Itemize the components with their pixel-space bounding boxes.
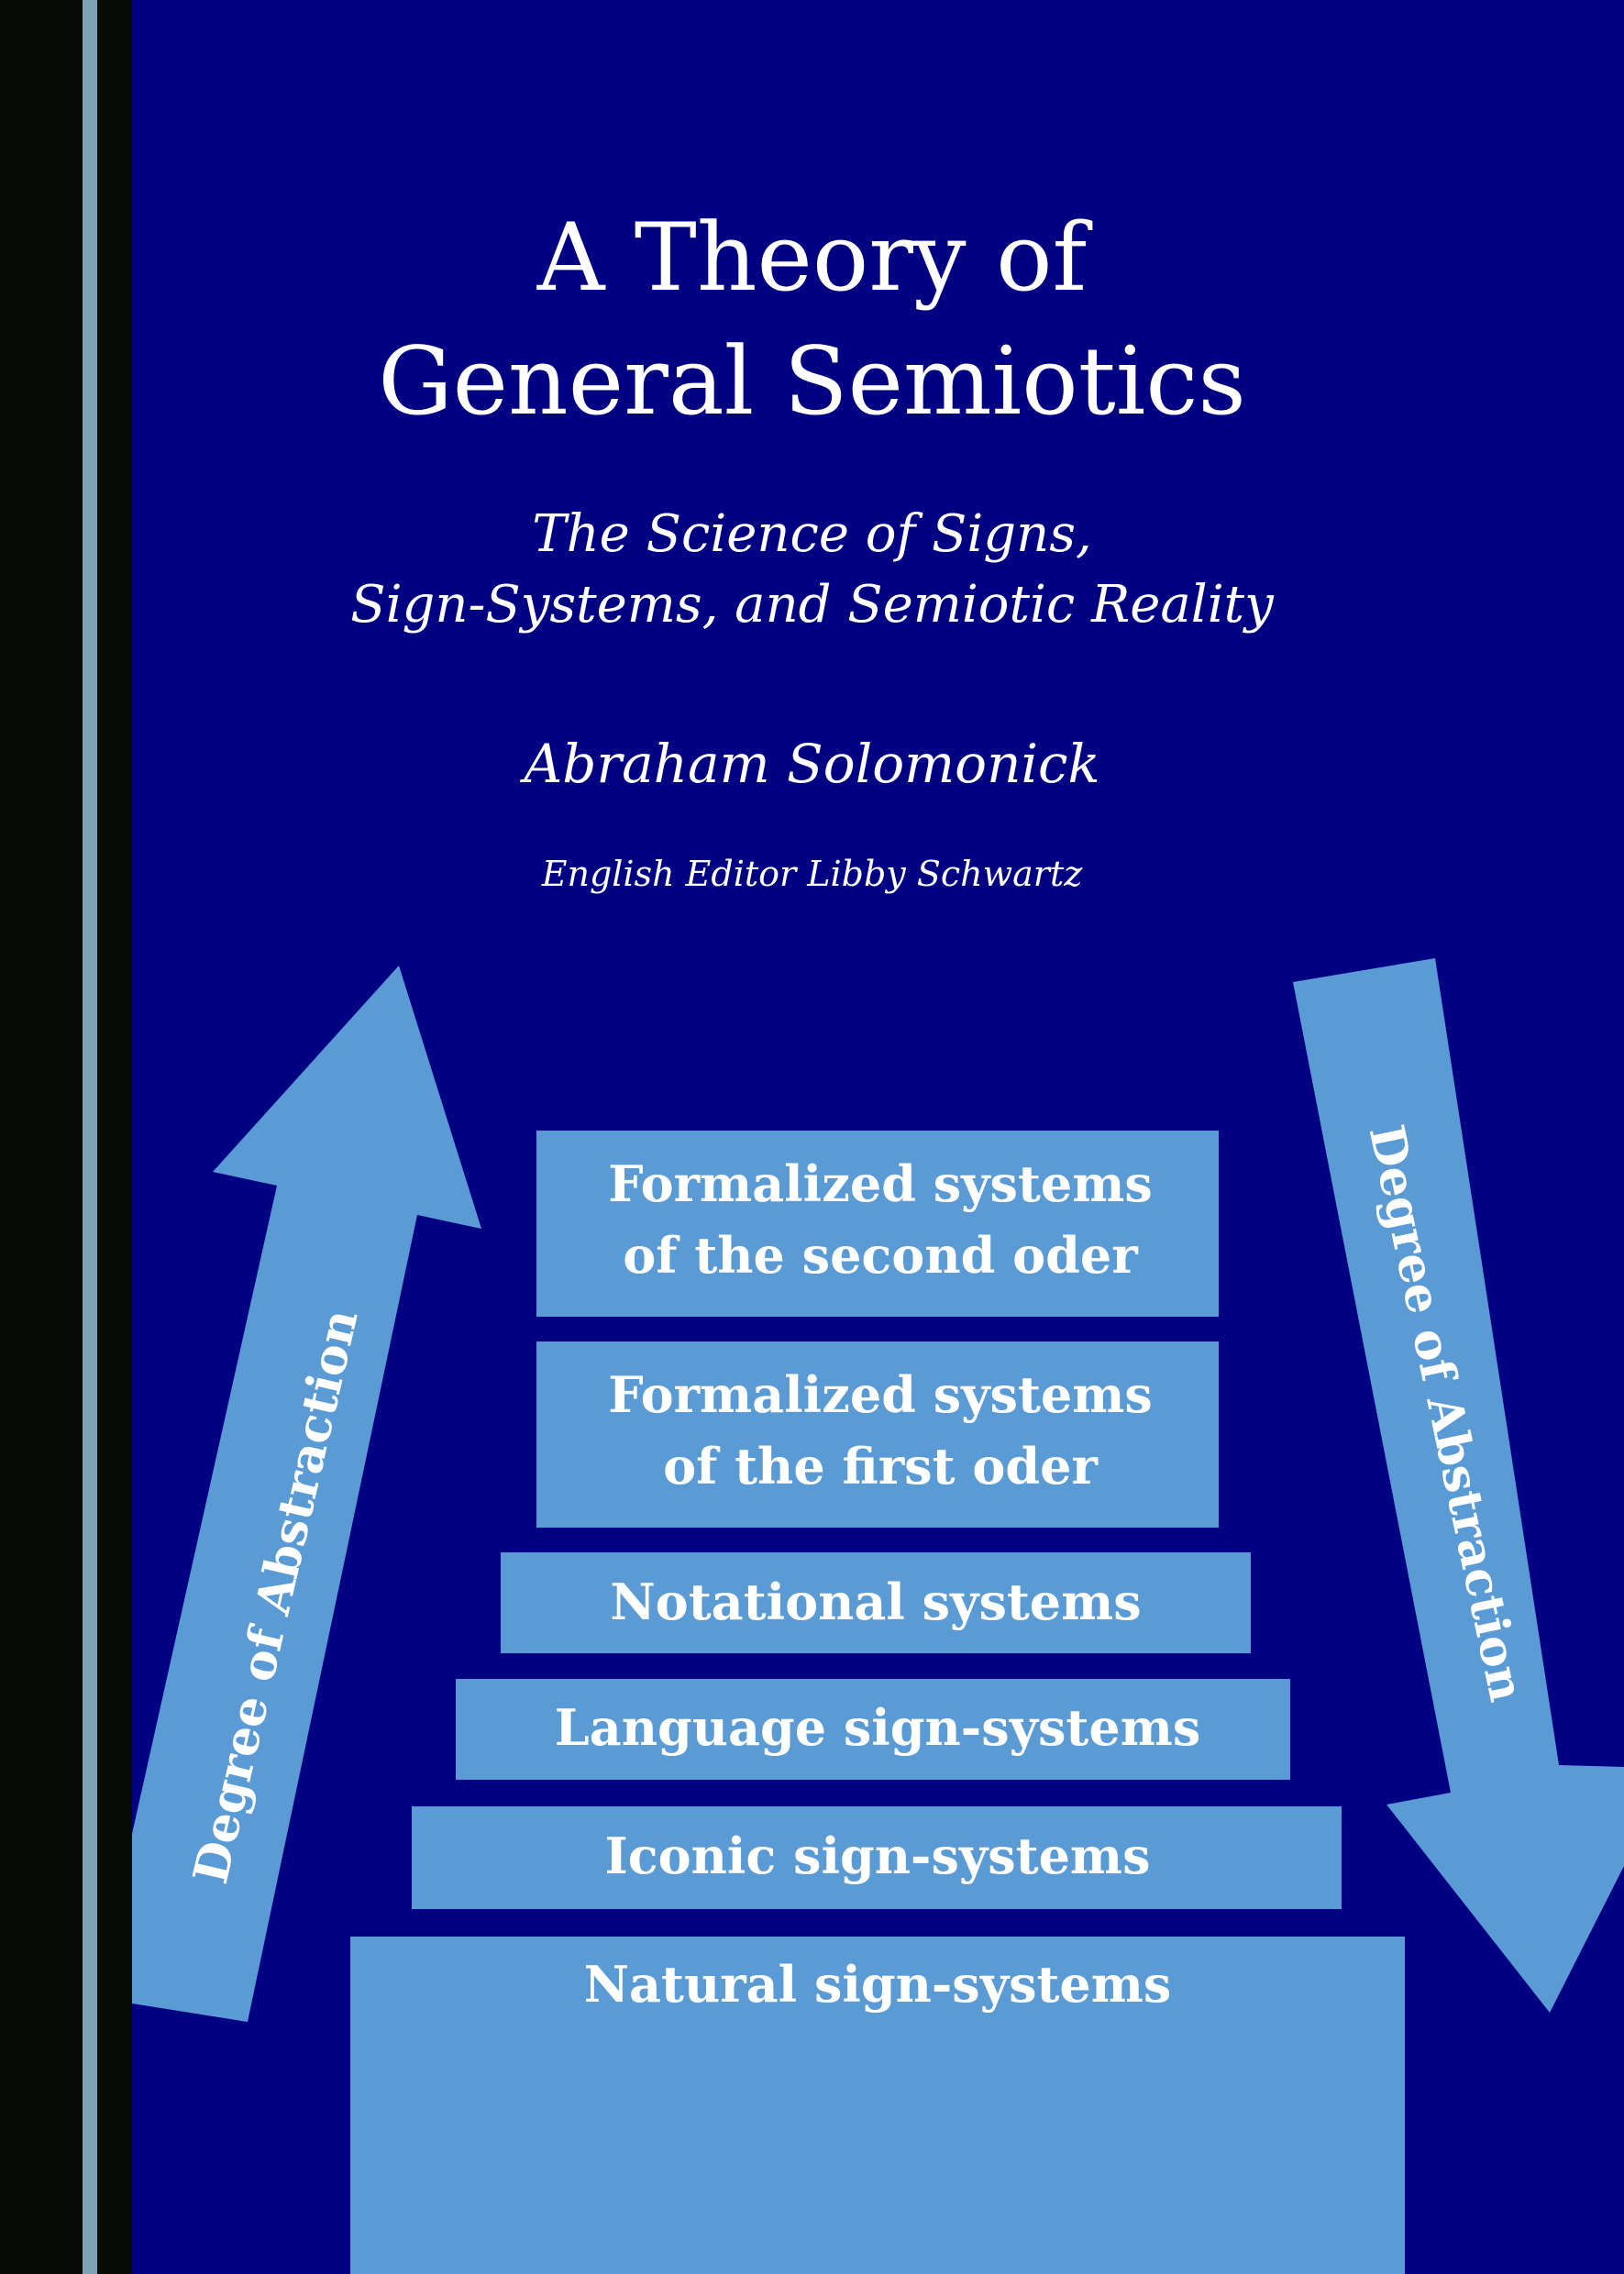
book-title-line-2: General Semiotics: [378, 327, 1246, 436]
spine-stripe: [83, 0, 97, 2274]
level-box-notational: [501, 1552, 1251, 1653]
spine-dark-band: [0, 0, 83, 2274]
level-label-language: Language sign-systems: [555, 1698, 1201, 1757]
arrow-up-left: [132, 966, 481, 2022]
level-box-natural: [350, 1937, 1405, 2274]
book-editor: English Editor Libby Schwartz: [541, 854, 1083, 894]
level-label-natural: Natural sign-systems: [584, 1955, 1172, 2014]
level-label-formalized-second-line1: Formalized systems: [608, 1154, 1153, 1213]
level-box-iconic: [412, 1806, 1342, 1909]
spine-dark-band-inner: [97, 0, 132, 2274]
level-label-formalized-first-line2: of the first oder: [663, 1437, 1098, 1496]
book-subtitle-line-1: The Science of Signs,: [532, 504, 1092, 564]
level-label-formalized-second-line2: of the second oder: [623, 1226, 1138, 1285]
arrow-down-right: [1293, 958, 1624, 2013]
level-box-formalized-second: [536, 1131, 1219, 1317]
level-label-formalized-first-line1: Formalized systems: [608, 1365, 1153, 1424]
level-label-notational: Notational systems: [610, 1573, 1141, 1631]
level-label-iconic: Iconic sign-systems: [605, 1827, 1151, 1885]
book-subtitle-line-2: Sign-Systems, and Semiotic Reality: [350, 575, 1274, 635]
book-title-line-1: A Theory of: [536, 204, 1088, 313]
level-box-language: [456, 1679, 1290, 1780]
level-box-formalized-first: [536, 1341, 1219, 1528]
book-author: Abraham Solomonick: [524, 733, 1100, 795]
